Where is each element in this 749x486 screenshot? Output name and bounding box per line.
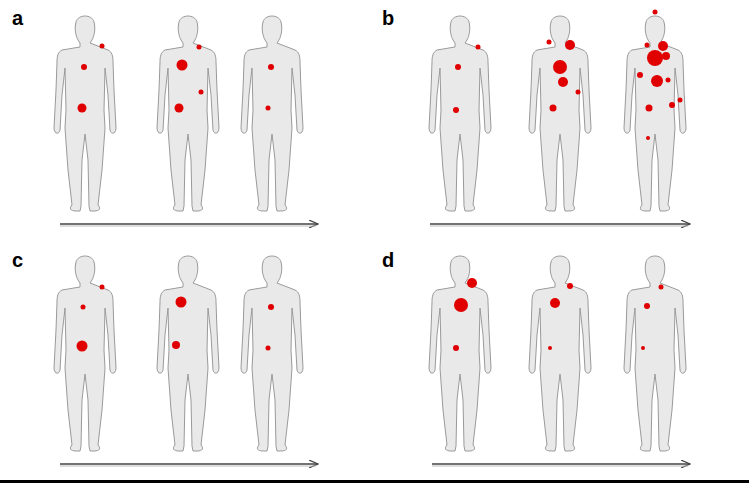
- bottom-rule: [0, 480, 749, 483]
- arrow-shadow: [432, 466, 688, 467]
- panel-letter: d: [382, 250, 394, 270]
- figure: [529, 16, 591, 211]
- figure: [241, 16, 303, 211]
- figure: [157, 256, 219, 451]
- time-arrow: [430, 223, 690, 225]
- time-arrow: [60, 223, 318, 225]
- figure: [529, 256, 591, 451]
- figure: [429, 256, 491, 451]
- arrow-shadow: [60, 226, 316, 227]
- arrow-shadow: [60, 466, 316, 467]
- time-arrow: [432, 463, 690, 465]
- figure: [624, 10, 686, 212]
- figure: [54, 16, 116, 211]
- figure: [429, 16, 491, 211]
- time-arrow: [60, 463, 318, 465]
- panel-letter: a: [12, 8, 23, 28]
- panel-letter: b: [382, 8, 394, 28]
- figure: [54, 256, 116, 451]
- figure: [241, 256, 303, 451]
- figure: [157, 16, 219, 211]
- figure: [624, 256, 686, 451]
- panel-letter: c: [12, 250, 23, 270]
- arrow-shadow: [430, 226, 688, 227]
